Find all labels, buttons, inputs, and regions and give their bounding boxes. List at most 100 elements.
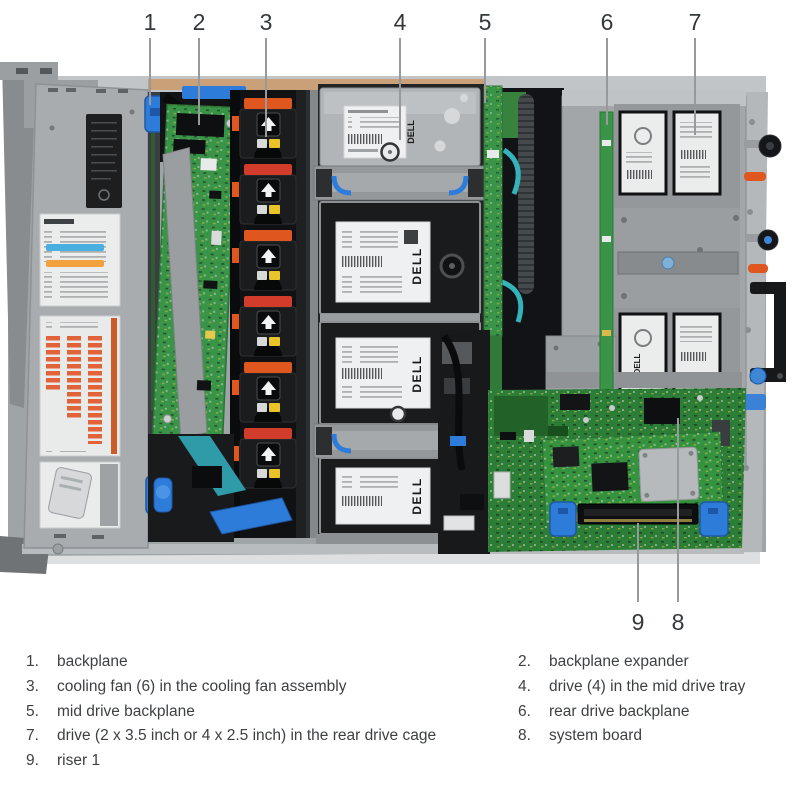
callout-number: 1	[144, 9, 157, 35]
callout-8: 8	[672, 418, 685, 635]
front-panel	[23, 83, 149, 555]
callout-4: 4	[394, 9, 407, 140]
release-knob	[746, 229, 779, 251]
drive-brand-mark: DELL	[633, 353, 642, 374]
fan-latch	[244, 362, 292, 373]
callout-9: 9	[632, 523, 645, 635]
warning-sticker	[269, 337, 280, 346]
airflow-arrow-icon	[261, 315, 276, 329]
drive-brand-mark: DELL	[410, 355, 424, 392]
legend-cell: 5.mid drive backplane	[26, 700, 518, 725]
legend-item-number: 2.	[518, 653, 531, 670]
legend-item-number: 3.	[26, 677, 39, 695]
fan-connector	[232, 248, 239, 263]
callout-number: 5	[479, 9, 492, 35]
legend-item-number: 7.	[26, 727, 39, 745]
rear-drive	[672, 110, 722, 196]
legend-cell: 9.riser 1	[26, 749, 518, 774]
legend-item-number: 6.	[518, 702, 531, 720]
callout-3: 3	[260, 9, 272, 137]
sas-connector	[175, 113, 225, 138]
legend-cell: 4.drive (4) in the mid drive tray	[518, 675, 788, 700]
callout-number: 7	[689, 9, 702, 35]
airflow-arrow-icon	[261, 117, 276, 131]
rear-drive	[618, 110, 668, 196]
warning-sticker	[269, 469, 280, 478]
chipset	[644, 398, 680, 424]
warning-sticker	[269, 271, 280, 280]
fan-connector	[232, 182, 239, 197]
configuration-label	[39, 315, 121, 457]
fan-module	[232, 296, 297, 357]
backplane-expander	[151, 103, 238, 441]
warning-sticker	[269, 139, 280, 148]
fan-latch	[244, 98, 292, 109]
fan-module	[232, 428, 297, 489]
left-rack-ear	[2, 62, 36, 408]
legend-item-text: cooling fan (6) in the cooling fan assem…	[57, 677, 347, 695]
orange-tab	[744, 172, 766, 181]
legend-cell: 1. backplane	[26, 650, 518, 675]
fan-module	[232, 98, 297, 159]
cable-bay-center	[438, 330, 490, 554]
fan-connector	[232, 116, 239, 131]
airflow-arrow-icon	[261, 183, 276, 197]
fan-connector	[232, 380, 239, 395]
warning-sticker	[269, 205, 280, 214]
legend: 1. backplane 2. backplane expander 3. cooling…	[26, 650, 788, 774]
fan-latch	[244, 296, 292, 307]
callout-6: 6	[601, 9, 614, 125]
fan-connector	[232, 446, 239, 461]
airflow-arrow-icon	[261, 249, 276, 263]
riser-1-slot	[577, 503, 699, 525]
legend-item-text: rear drive backplane	[549, 702, 690, 720]
legend-item-text: drive (4) in the mid drive tray	[549, 677, 746, 695]
legend-cell: 2. backplane expander	[518, 650, 788, 675]
airflow-arrow-icon	[261, 381, 276, 395]
drive-brand-mark: DELL	[406, 120, 416, 144]
expander-shroud-rail	[162, 146, 208, 439]
fan-module	[232, 230, 297, 291]
callout-number: 8	[672, 609, 685, 635]
drive-brand-mark: DELL	[410, 247, 424, 284]
callout-5: 5	[479, 9, 492, 103]
callout-number: 6	[601, 9, 614, 35]
callout-number: 9	[632, 609, 645, 635]
legend-item-number: 9.	[26, 752, 39, 770]
legend-cell: 3. cooling fan (6) in the cooling fan ass…	[26, 675, 518, 700]
legend-item-text: mid drive backplane	[57, 702, 195, 720]
cage-rail	[617, 251, 739, 275]
legend-item-text: backplane expander	[549, 653, 689, 670]
release-knob	[744, 134, 782, 158]
callout-number: 4	[394, 9, 407, 35]
riser-latch	[699, 501, 729, 537]
fan-module	[232, 164, 297, 225]
fan-latch	[244, 164, 292, 175]
front-rim-strip	[148, 79, 484, 90]
fan-connector	[232, 314, 239, 329]
callout-number: 2	[193, 9, 206, 35]
legend-cell: 8. system board	[518, 724, 788, 749]
fan-module	[232, 362, 297, 423]
legend-cell: 6. rear drive backplane	[518, 700, 788, 725]
lower-left-bay	[148, 434, 293, 542]
legend-cell	[518, 749, 788, 774]
callout-7: 7	[689, 9, 702, 135]
cooling-fan-assembly	[230, 90, 310, 538]
legend-item-text: drive (2 x 3.5 inch or 4 x 2.5 inch) in …	[57, 727, 437, 745]
legend-item-text: backplane	[57, 653, 128, 670]
fan-latch	[244, 428, 292, 439]
blue-plunger	[153, 477, 173, 513]
mid-drive-2: DELL	[319, 201, 481, 315]
fan-latch	[244, 230, 292, 241]
legend-item-text: system board	[549, 727, 643, 745]
cage-handle	[749, 282, 786, 385]
riser-latch	[549, 501, 577, 537]
blue-release-lever	[209, 497, 293, 535]
callout-layer: 1 2 3 4 5 6 7 9 8	[144, 9, 702, 635]
legend-item-number: 1.	[26, 653, 39, 670]
drive-brand-mark: DELL	[410, 477, 424, 514]
legend-item-number: 8.	[518, 727, 531, 745]
